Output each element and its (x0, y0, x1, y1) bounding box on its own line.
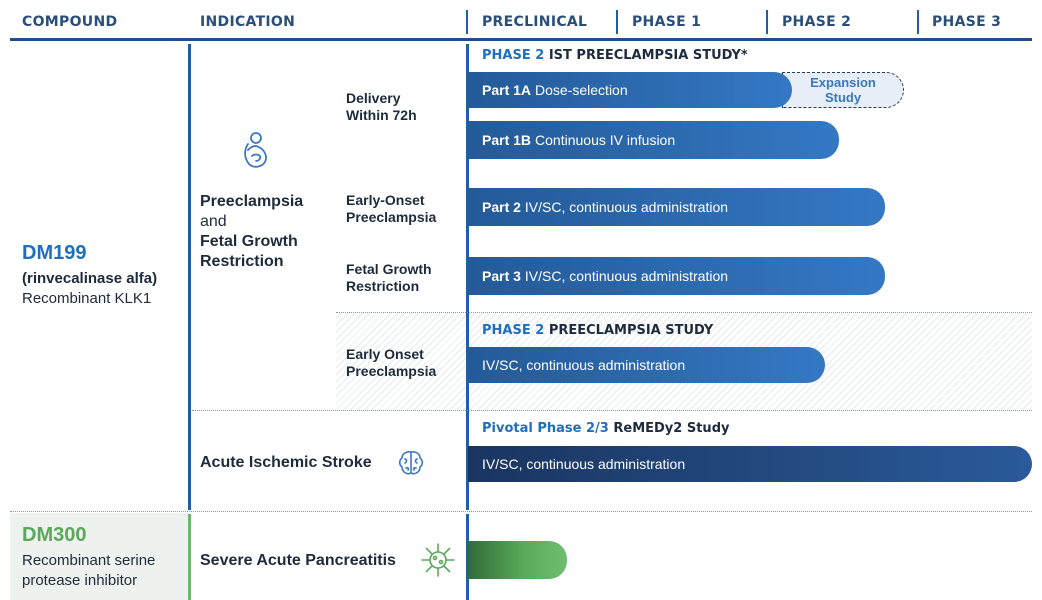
dm300-compound-bg (10, 513, 188, 600)
expansion-study-line2: Study (824, 90, 862, 105)
compound-dm300-name: DM300 (22, 524, 87, 546)
virus-icon (421, 543, 455, 577)
study-title-ist-text: IST PREECLAMPSIA STUDY* (548, 48, 748, 63)
sub-indication-delivery-line2: Within 72h (346, 107, 417, 123)
study-title-remedy-text: ReMEDy2 Study (613, 421, 730, 436)
study-title-pe-accent: PHASE 2 (482, 323, 545, 338)
sub-indication-fgr-line1: Fetal Growth (346, 261, 432, 277)
program-bar-remedy2: IV/SC, continuous administration (468, 446, 1032, 482)
header-separator (616, 10, 618, 34)
pipeline-divider (466, 44, 469, 510)
study-title-pe-text: PREECLAMPSIA STUDY (548, 323, 714, 338)
header-separator (466, 10, 468, 34)
compound-dm199-name: DM199 (22, 242, 87, 264)
indication-divider (188, 44, 191, 510)
row-separator (192, 410, 1032, 411)
program-bar-part-3-label: IV/SC, continuous administration (524, 268, 729, 284)
sub-indication-early-onset-line2: Preeclampsia (346, 209, 437, 225)
sub-indication-fgr-line2: Restriction (346, 278, 420, 294)
hatch-indication (336, 312, 468, 410)
header-compound: COMPOUND (22, 14, 118, 30)
program-bar-part-1a-label: Dose-selection (535, 82, 628, 98)
program-bar-dm300 (468, 541, 567, 579)
compound-dm199-desc: Recombinant KLK1 (22, 290, 152, 307)
row-separator (10, 511, 1032, 512)
indication-stroke: Acute Ischemic Stroke (200, 454, 372, 471)
pregnancy-icon (244, 132, 267, 168)
program-bar-part-2-label: IV/SC, continuous administration (524, 199, 729, 215)
program-bar-pe-study-label: IV/SC, continuous administration (482, 357, 686, 373)
program-bar-part-1b-label: Continuous IV infusion (535, 132, 676, 148)
compound-dm300-desc-line2: protease inhibitor (22, 572, 138, 589)
study-title-ist: PHASE 2 IST PREECLAMPSIA STUDY* (482, 48, 748, 63)
indication-preeclampsia-line2: and (200, 213, 227, 230)
sub-indication-early-onset-line1: Early-Onset (346, 192, 425, 208)
sub-indication-early-onset: Early-Onset Preeclampsia (346, 192, 436, 226)
study-title-remedy: Pivotal Phase 2/3 ReMEDy2 Study (482, 421, 729, 436)
sub-indication-fgr: Fetal Growth Restriction (346, 261, 432, 295)
study-title-pe: PHASE 2 PREECLAMPSIA STUDY (482, 323, 713, 338)
row-separator (336, 312, 1032, 313)
program-bar-part-1b-bold: Part 1B (482, 132, 532, 148)
program-bar-part-2-bold: Part 2 (482, 199, 521, 215)
sub-indication-delivery: Delivery Within 72h (346, 90, 417, 124)
indication-preeclampsia-line1: Preeclampsia (200, 193, 304, 210)
program-bar-remedy2-label: IV/SC, continuous administration (482, 456, 686, 472)
header-separator (917, 10, 919, 34)
indication-preeclampsia: Preeclampsia and Fetal Growth Restrictio… (200, 192, 303, 272)
header-separator (766, 10, 768, 34)
pipeline-divider (466, 514, 469, 600)
indication-divider-green (188, 514, 191, 600)
study-title-remedy-accent: Pivotal Phase 2/3 (482, 421, 609, 436)
sub-indication-early-onset-2-line2: Preeclampsia (346, 363, 437, 379)
sub-indication-early-onset-2: Early Onset Preeclampsia (346, 346, 436, 380)
program-bar-part-3-bold: Part 3 (482, 268, 521, 284)
expansion-study-box: Expansion Study (782, 72, 904, 108)
brain-icon (398, 451, 424, 475)
expansion-study-line1: Expansion (810, 75, 876, 90)
stage-preclinical: PRECLINICAL (482, 14, 588, 30)
stage-phase-3: PHASE 3 (932, 14, 1002, 30)
stage-phase-1: PHASE 1 (632, 14, 702, 30)
indication-pancreatitis: Severe Acute Pancreatitis (200, 552, 396, 569)
compound-dm300-desc-line1: Recombinant serine (22, 552, 156, 569)
sub-indication-delivery-line1: Delivery (346, 90, 401, 106)
stage-phase-2: PHASE 2 (782, 14, 852, 30)
compound-dm199-inn: (rinvecalinase alfa) (22, 270, 158, 287)
study-title-ist-accent: PHASE 2 (482, 48, 545, 63)
header-indication: INDICATION (200, 14, 296, 30)
program-bar-part-1a-bold: Part 1A (482, 82, 532, 98)
program-bar-pe-study: IV/SC, continuous administration (468, 347, 825, 383)
indication-preeclampsia-line4: Restriction (200, 253, 284, 270)
indication-preeclampsia-line3: Fetal Growth (200, 233, 298, 250)
sub-indication-early-onset-2-line1: Early Onset (346, 346, 424, 362)
header-rule (10, 38, 1032, 41)
